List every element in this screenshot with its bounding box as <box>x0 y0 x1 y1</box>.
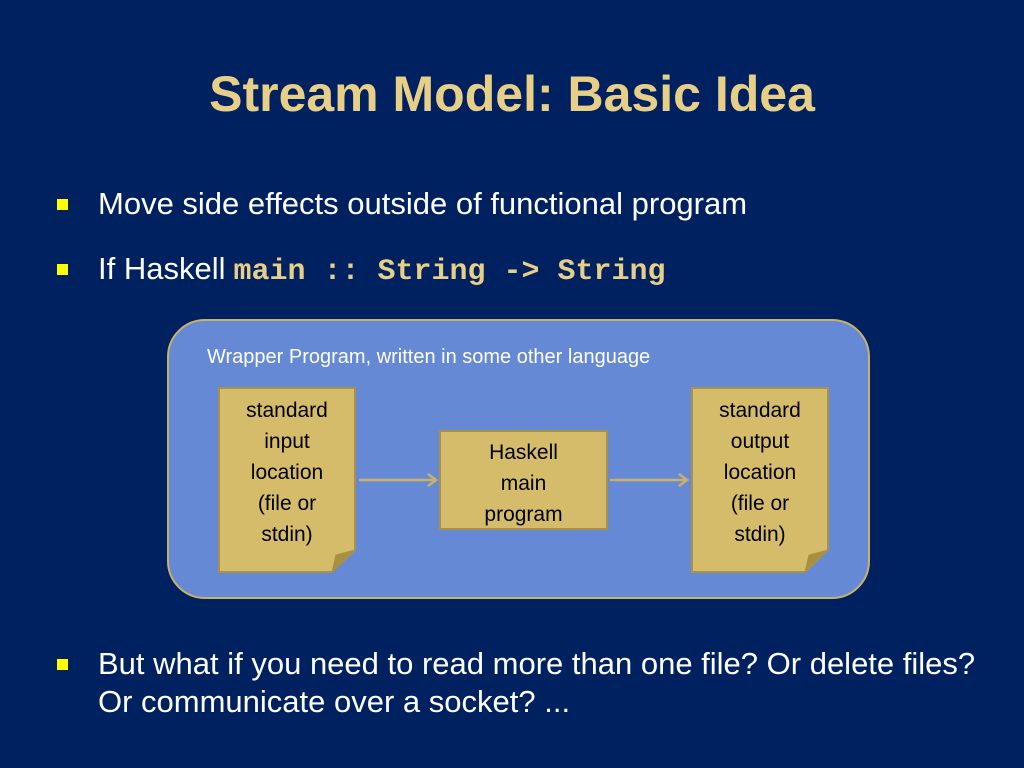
haskell-main-program-label: Haskell main program <box>484 441 563 526</box>
standard-input-label: standard input location (file or stdin) <box>246 399 328 546</box>
bullet-marker-icon <box>57 199 68 210</box>
haskell-main-program-box: Haskell main program <box>439 430 608 530</box>
slide-title: Stream Model: Basic Idea <box>209 66 815 122</box>
bullet-text: Move side effects outside of functional … <box>98 186 748 221</box>
document-shape-icon <box>218 387 356 573</box>
bullet-text: But what if you need to read more than o… <box>98 646 976 719</box>
document-shape-icon <box>691 387 829 573</box>
code-snippet: main :: String -> String <box>233 255 666 289</box>
standard-input-document: standard input location (file or stdin) <box>218 387 356 573</box>
bullet-text: If Haskell <box>98 251 226 286</box>
wrapper-program-label: Wrapper Program, written in some other l… <box>207 346 651 368</box>
bullet-marker-icon <box>57 659 68 670</box>
arrow-right-icon <box>359 473 439 487</box>
bullet-marker-icon <box>57 264 68 275</box>
standard-output-label: standard output location (file or stdin) <box>719 399 801 546</box>
standard-output-document: standard output location (file or stdin) <box>691 387 829 573</box>
arrow-right-icon <box>610 473 690 487</box>
